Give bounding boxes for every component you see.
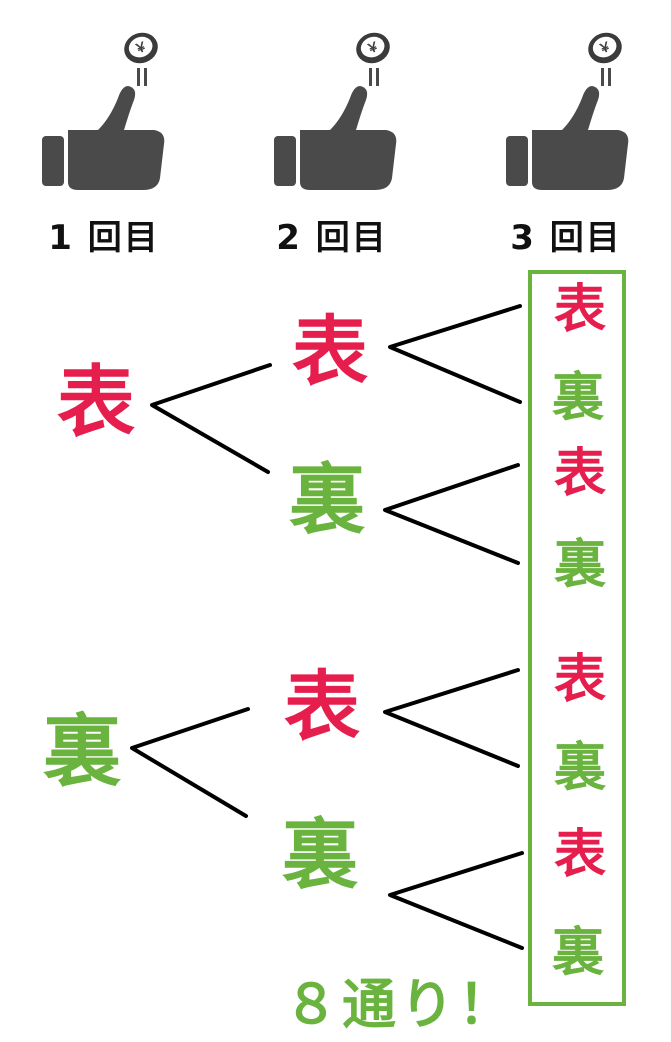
svg-text:￥: ￥ <box>596 39 613 58</box>
node-l2-3: 表 <box>284 662 360 751</box>
header-round-1: 1 回目 <box>48 218 160 258</box>
node-l2-1: 表 <box>292 307 368 396</box>
header-round-3: 3 回目 <box>510 218 622 258</box>
node-l2-4: 裏 <box>282 810 358 899</box>
node-l3-2: 裏 <box>551 368 605 428</box>
node-l3-5: 表 <box>553 650 607 710</box>
branch-l1-omote <box>150 363 272 474</box>
result-box <box>528 270 626 1006</box>
svg-text:￥: ￥ <box>364 39 381 58</box>
branch-l2-3 <box>383 668 520 768</box>
node-l3-7: 表 <box>553 825 607 885</box>
node-l2-2: 裏 <box>289 455 365 544</box>
node-l1-omote: 表 <box>56 358 136 448</box>
coin-flip-thumb-icon: ￥ <box>274 32 397 190</box>
node-l3-4: 裏 <box>553 535 607 595</box>
node-l3-3: 表 <box>553 444 607 504</box>
branch-l2-1 <box>388 304 522 404</box>
header-round-2: 2 回目 <box>276 218 388 258</box>
node-l3-8: 裏 <box>551 923 605 983</box>
node-l3-6: 裏 <box>553 738 607 798</box>
branch-l1-ura <box>130 707 250 818</box>
branch-l2-2 <box>383 463 520 565</box>
node-l1-ura: 裏 <box>42 707 122 797</box>
coin-flip-thumb-icon: ￥ <box>506 32 629 190</box>
branch-l2-4 <box>388 851 524 950</box>
svg-text:￥: ￥ <box>132 39 149 58</box>
coin-flip-thumb-icon: ￥ <box>42 32 165 190</box>
node-l3-1: 表 <box>553 280 607 340</box>
result-text: ８通り！ <box>284 973 516 1036</box>
